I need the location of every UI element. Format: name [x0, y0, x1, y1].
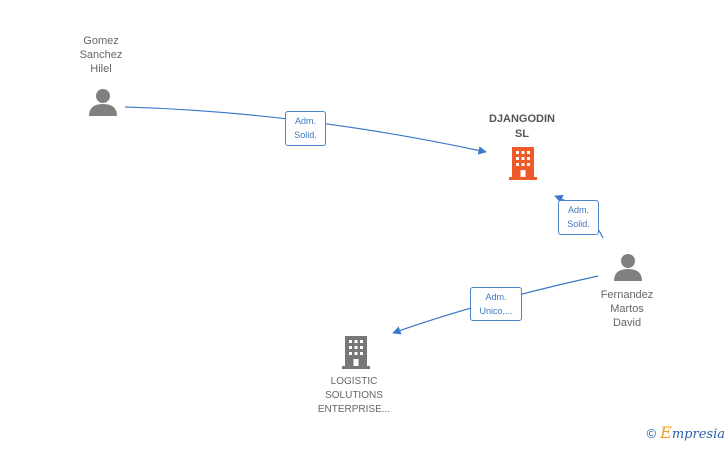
person-icon[interactable]	[614, 254, 642, 281]
brand-initial: E	[660, 423, 672, 442]
node-label-gomez[interactable]: Gomez Sanchez Hilel	[79, 35, 123, 75]
edge-label-gomez-djangodin: Adm. Solid.	[285, 111, 326, 146]
node-label-logistic[interactable]: LOGISTIC SOLUTIONS ENTERPRISE...	[317, 376, 391, 415]
node-label-djangodin[interactable]: DJANGODIN SL	[488, 113, 555, 140]
copyright-icon: ©	[646, 426, 657, 441]
building-icon[interactable]	[509, 147, 537, 180]
edge-label-fernandez-logistic: Adm. Unico,...	[470, 287, 522, 321]
person-icon[interactable]	[89, 89, 117, 116]
node-label-fernandez[interactable]: Fernandez Martos David	[600, 289, 654, 329]
edge-label-fernandez-djangodin: Adm. Solid.	[558, 200, 599, 235]
building-icon[interactable]	[342, 336, 370, 369]
brand-name: mpresia	[671, 427, 725, 442]
empresia-logo: ©Empresia	[647, 423, 725, 442]
